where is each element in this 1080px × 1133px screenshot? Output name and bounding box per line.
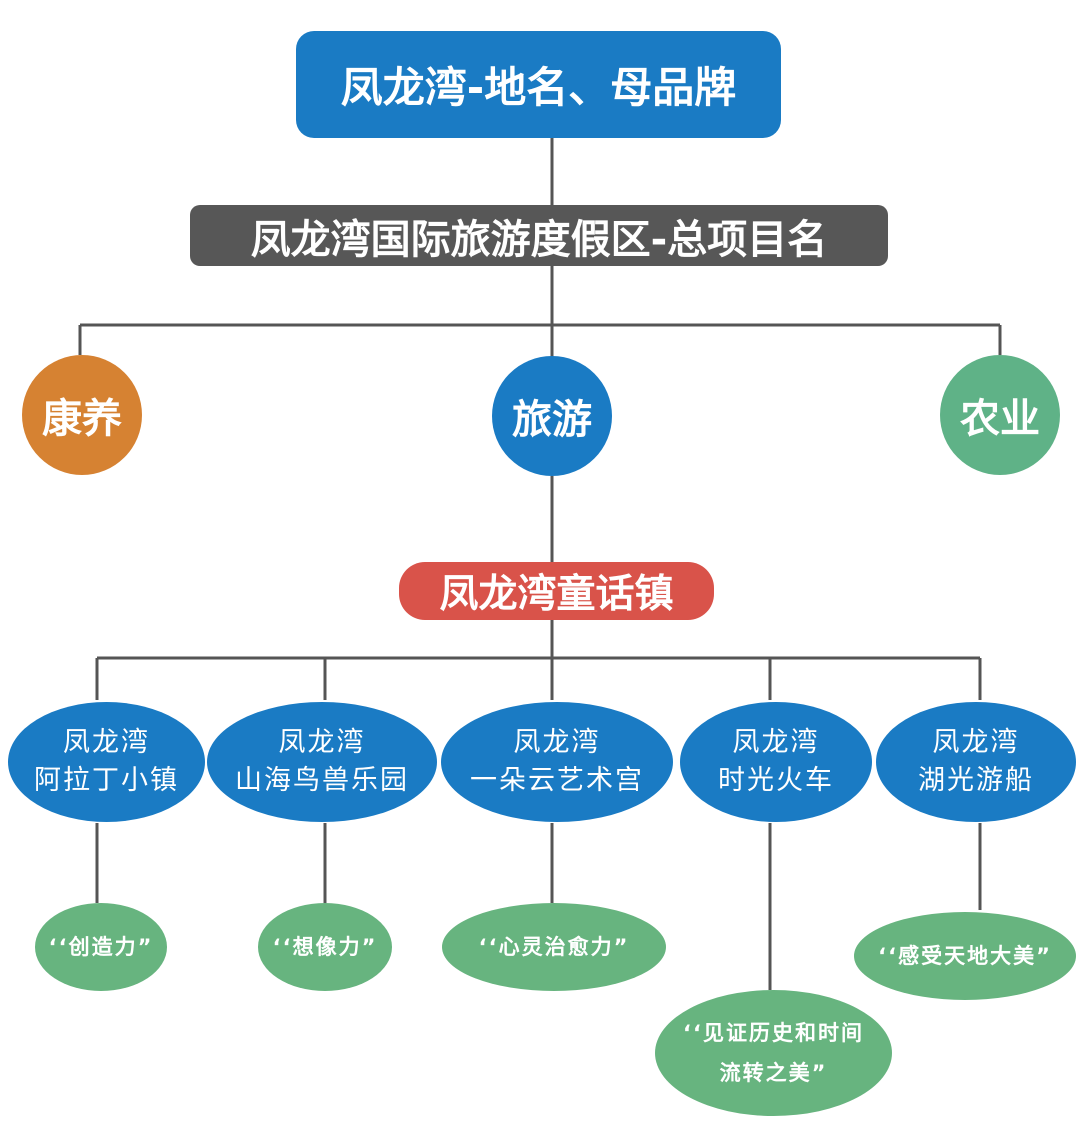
root-brand-label: 凤龙湾-地名、母品牌 (340, 63, 737, 112)
value-line1: ‘‘见证历史和时间 (683, 1021, 864, 1045)
project-node: 凤龙湾国际旅游度假区-总项目名 (190, 205, 888, 266)
attraction-line2: 一朵云艺术宫 (470, 765, 644, 796)
value-line2: 流转之美” (719, 1061, 828, 1085)
attraction-node-3: 凤龙湾 一朵云艺术宫 (441, 702, 673, 822)
value-line1: ‘‘感受天地大美” (878, 944, 1052, 968)
attraction-node-2: 凤龙湾 山海鸟兽乐园 (207, 702, 437, 822)
attraction-node-5: 凤龙湾 湖光游船 (876, 702, 1076, 822)
project-label: 凤龙湾国际旅游度假区-总项目名 (250, 216, 828, 263)
value-node-2: ‘‘想像力” (258, 903, 392, 991)
town-label: 凤龙湾童话镇 (439, 572, 674, 617)
sector-health-label: 康养 (42, 396, 122, 442)
attraction-node-1: 凤龙湾 阿拉丁小镇 (8, 702, 205, 822)
value-node-4: ‘‘见证历史和时间 流转之美” (655, 990, 892, 1116)
town-node: 凤龙湾童话镇 (399, 562, 714, 620)
attraction-line1: 凤龙湾 (732, 727, 820, 758)
sector-health-node: 康养 (22, 355, 142, 475)
attraction-line2: 阿拉丁小镇 (34, 765, 179, 796)
sector-tourism-label: 旅游 (512, 397, 592, 443)
value-node-1: ‘‘创造力” (35, 903, 167, 991)
value-line1: ‘‘想像力” (272, 935, 378, 959)
attraction-line2: 湖光游船 (918, 765, 1034, 796)
value-node-3: ‘‘心灵治愈力” (442, 903, 666, 991)
attraction-line1: 凤龙湾 (63, 727, 150, 758)
attraction-node-4: 凤龙湾 时光火车 (680, 702, 872, 822)
attraction-line1: 凤龙湾 (513, 727, 601, 758)
value-line1: ‘‘心灵治愈力” (478, 935, 630, 959)
attraction-line1: 凤龙湾 (932, 727, 1020, 758)
attraction-line2: 山海鸟兽乐园 (235, 765, 409, 796)
root-brand-node: 凤龙湾-地名、母品牌 (296, 31, 781, 138)
attraction-line2: 时光火车 (718, 765, 834, 796)
sector-tourism-node: 旅游 (492, 356, 612, 476)
sector-agriculture-node: 农业 (940, 355, 1060, 475)
value-line1: ‘‘创造力” (48, 935, 154, 959)
value-node-5: ‘‘感受天地大美” (854, 912, 1076, 1000)
sector-agriculture-label: 农业 (960, 396, 1040, 442)
attraction-line1: 凤龙湾 (278, 727, 366, 758)
